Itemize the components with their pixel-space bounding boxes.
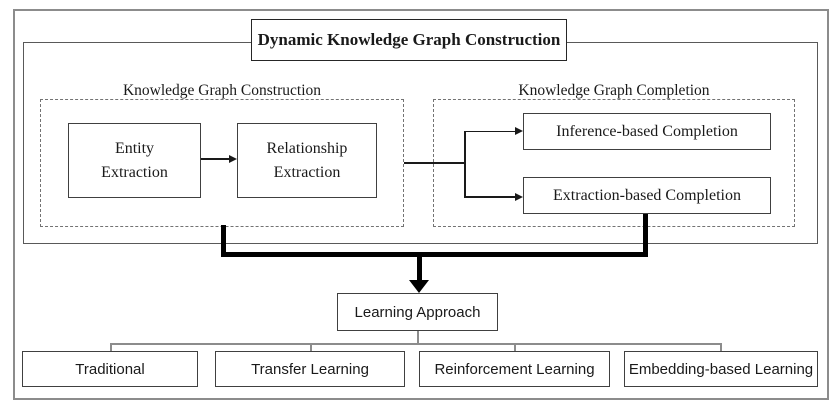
relationship-extraction-node: Relationship Extraction — [237, 123, 377, 198]
inference-arrowhead-icon — [515, 127, 523, 135]
inference-completion-node: Inference-based Completion — [523, 113, 771, 150]
entity-extraction-node: Entity Extraction — [68, 123, 201, 198]
leaf-embedding-learning-node: Embedding-based Learning — [624, 351, 818, 387]
leaf-4-drop-line — [720, 343, 722, 351]
completion-branch-vertical-line — [464, 131, 466, 197]
extraction-completion-node: Extraction-based Completion — [523, 177, 771, 214]
diagram-title: Dynamic Knowledge Graph Construction — [251, 19, 567, 61]
leaf-1-drop-line — [110, 343, 112, 351]
leaf-transfer-learning-node: Transfer Learning — [215, 351, 405, 387]
learning-stem-line — [417, 331, 419, 343]
merge-right-vertical-line — [643, 214, 648, 257]
branch-to-inference-line — [464, 130, 516, 132]
leaf-2-drop-line — [310, 343, 312, 351]
completion-section-label: Knowledge Graph Completion — [518, 82, 710, 99]
leaf-reinforcement-learning-node: Reinforcement Learning — [419, 351, 610, 387]
merge-left-vertical-line — [221, 225, 226, 257]
entity-to-relationship-line — [201, 158, 231, 160]
leaf-traditional-node: Traditional — [22, 351, 198, 387]
merge-horizontal-line — [221, 252, 648, 257]
entity-to-relationship-arrowhead-icon — [229, 154, 237, 163]
learning-approach-node: Learning Approach — [337, 293, 498, 331]
merge-arrow-shaft — [417, 255, 422, 280]
merge-arrowhead-icon — [409, 280, 429, 293]
extraction-arrowhead-icon — [515, 192, 523, 201]
branch-to-extraction-line — [464, 196, 516, 198]
construction-to-completion-line — [404, 162, 465, 164]
leaf-3-drop-line — [514, 343, 516, 351]
construction-section-label: Knowledge Graph Construction — [122, 82, 322, 99]
leaves-horizontal-line — [110, 343, 722, 345]
